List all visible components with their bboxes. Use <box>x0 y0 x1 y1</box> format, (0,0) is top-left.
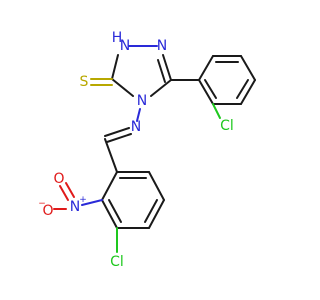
atom-o-nitro-top: O <box>53 171 64 187</box>
bond-bz-c2 <box>144 199 158 223</box>
molecule-structure: H N N N N S Cl Cl N + O O − <box>38 30 256 270</box>
bond-bz-c <box>148 199 165 229</box>
bond-nimine-ch <box>104 127 130 137</box>
bond-ch-ring <box>104 138 118 173</box>
bond-nimine-ch-double <box>106 133 132 143</box>
atom-n-nitro-charge: + <box>79 195 87 205</box>
bond-ph-f <box>198 79 214 105</box>
atom-o-nitro-left: O <box>42 203 53 219</box>
atom-n2: N <box>157 38 167 54</box>
bond-c5-n4 <box>150 79 172 97</box>
atom-h-nh: H <box>112 30 123 46</box>
bond-n2-c5 <box>162 54 172 81</box>
atom-n-nitro: N <box>70 199 80 215</box>
bond-ph-c <box>240 55 256 81</box>
atom-cl-top: Cl <box>220 118 234 134</box>
bond-n2-c5-double <box>157 59 166 83</box>
atom-n-imine: N <box>131 119 141 135</box>
bond-bz-e <box>101 199 118 229</box>
atom-n1: N <box>120 38 130 54</box>
bond-n4-nimine <box>136 108 141 122</box>
atom-labels: H N N N N S Cl Cl N + O O − <box>38 30 234 270</box>
bond-ph-f2 <box>204 79 217 99</box>
atom-s: S <box>80 74 89 90</box>
bond-bz-nitro <box>81 199 103 206</box>
bond-c3-n1 <box>111 54 119 80</box>
bond-nitro-otop <box>59 185 69 201</box>
bond-ph-a <box>198 55 214 81</box>
bond-bz-e2 <box>108 199 122 223</box>
bond-nitro-otop-double <box>65 182 75 198</box>
bond-ph-d <box>240 79 256 105</box>
bond-bz-b <box>148 171 165 201</box>
atom-n4: N <box>137 93 147 109</box>
bond-ph-d2 <box>236 79 249 99</box>
atom-cl-bottom: Cl <box>110 254 124 270</box>
bond-bz-f <box>101 171 118 201</box>
bonds <box>53 45 256 253</box>
atom-o-nitro-charge: − <box>38 199 46 209</box>
bond-n4-c3 <box>111 78 134 97</box>
bond-ph-cl <box>212 103 221 119</box>
